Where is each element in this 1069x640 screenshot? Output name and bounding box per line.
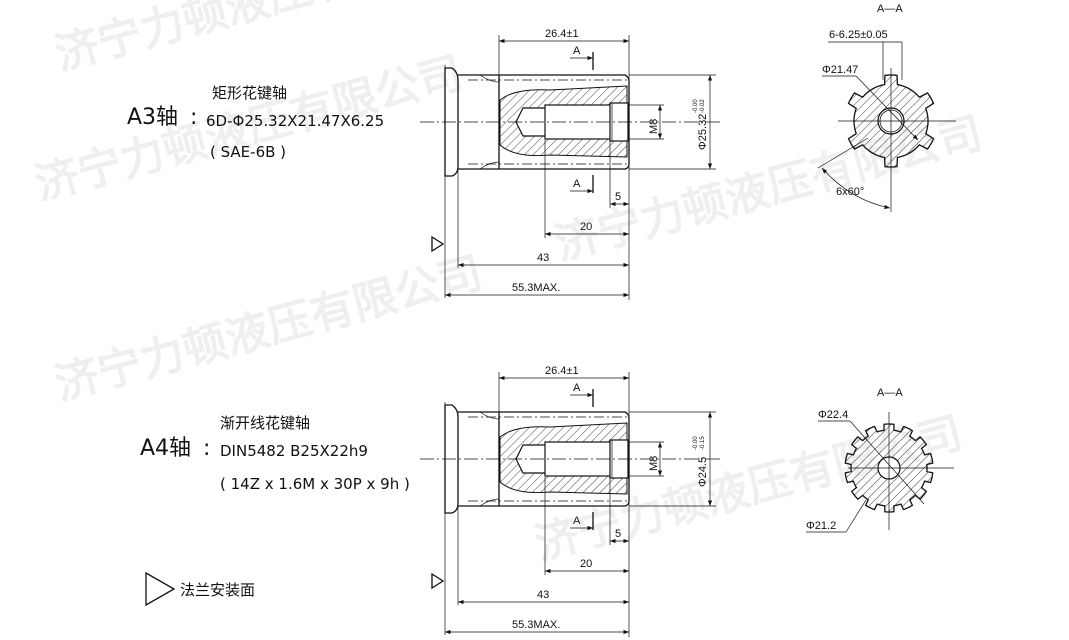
a4-label: A4轴: [140, 436, 191, 461]
a3-shaft-drawing: 26.4±1 A A 5 20 43 55.3MAX. M8 Φ25.32 -0…: [420, 28, 720, 300]
svg-text:43: 43: [537, 589, 549, 601]
svg-text:法兰安装面: 法兰安装面: [180, 581, 255, 599]
section-mark-a-bottom: A: [573, 178, 581, 190]
a4-spec: DIN5482 B25X22h9: [220, 442, 368, 460]
svg-text:6x60°: 6x60°: [836, 186, 864, 198]
svg-text:A—A: A—A: [877, 3, 903, 15]
a4-type: 渐开线花键轴: [220, 414, 310, 432]
dim-55-3: 55.3MAX.: [512, 282, 560, 294]
a3-standard: ( SAE-6B ): [210, 143, 286, 161]
svg-text::: :: [203, 436, 210, 461]
svg-text:-0.00: -0.00: [693, 436, 699, 450]
a3-section-view: A—A 6-6.25±0.05 Φ21.47 6x60°: [817, 3, 956, 212]
dim-26-4: 26.4±1: [545, 28, 579, 40]
section-mark-a-top: A: [573, 45, 581, 57]
svg-text:M8: M8: [648, 456, 660, 471]
svg-text:6-6.25±0.05: 6-6.25±0.05: [829, 29, 888, 41]
svg-text:5: 5: [615, 528, 621, 540]
dim-43: 43: [537, 252, 549, 264]
svg-text:济宁力顿液压有限公司: 济宁力顿液压有限公司: [50, 247, 488, 410]
svg-text:-0.02: -0.02: [700, 99, 706, 113]
thread-label: M8: [648, 119, 660, 134]
svg-text:A: A: [573, 515, 581, 527]
a3-spec-text: 矩形花键轴 A3轴 : 6D-Φ25.32X21.47X6.25 ( SAE-6…: [127, 84, 384, 161]
a4-spec-text: 渐开线花键轴 A4轴 : DIN5482 B25X22h9 ( 14Z x 1.…: [140, 414, 410, 493]
dim-20: 20: [580, 221, 592, 233]
svg-text:A: A: [573, 382, 581, 394]
a3-label: A3轴: [127, 105, 178, 130]
a3-spec: 6D-Φ25.32X21.47X6.25: [206, 112, 384, 130]
svg-text:26.4±1: 26.4±1: [545, 365, 579, 377]
dim-5: 5: [615, 191, 621, 203]
svg-text:Φ21.2: Φ21.2: [806, 520, 836, 532]
a4-standard: ( 14Z x 1.6M x 30P x 9h ): [220, 475, 410, 493]
flange-face-legend: 法兰安装面: [145, 571, 255, 607]
flange-face-triangle-icon: [145, 571, 176, 607]
svg-text:20: 20: [580, 558, 592, 570]
a4-section-view: A—A Φ22.4 Φ21.2: [806, 387, 954, 533]
a3-type: 矩形花键轴: [212, 84, 287, 102]
diameter-label: Φ25.32: [697, 114, 709, 150]
a4-shaft-drawing: 26.4±1 A A 5 20 43 55.3MAX. M8 Φ24.5 -0.…: [420, 365, 720, 637]
svg-text:55.3MAX.: 55.3MAX.: [512, 619, 560, 631]
svg-text::: :: [190, 105, 197, 130]
svg-text:-0.15: -0.15: [700, 436, 706, 450]
svg-text:A—A: A—A: [877, 387, 903, 399]
svg-text:-0.00: -0.00: [693, 99, 699, 113]
svg-text:Φ22.4: Φ22.4: [818, 409, 848, 421]
svg-text:Φ21.47: Φ21.47: [822, 64, 858, 76]
svg-text:Φ24.5: Φ24.5: [697, 457, 709, 487]
